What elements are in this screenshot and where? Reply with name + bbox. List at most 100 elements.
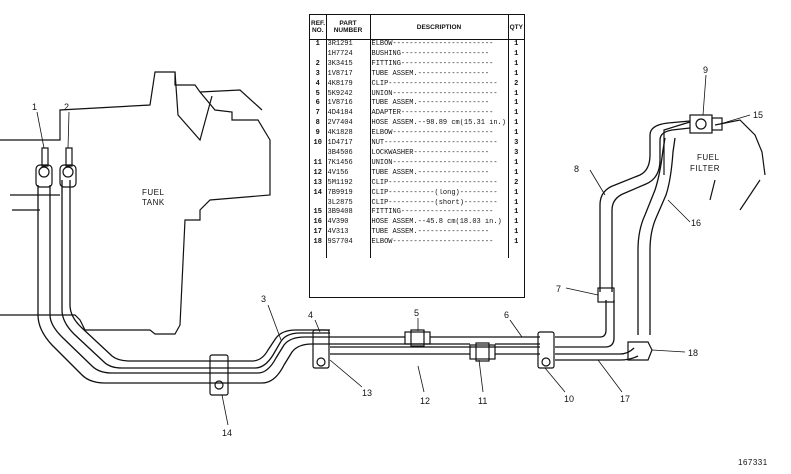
part-number-cell: 4D4184	[326, 109, 371, 120]
ref-no-cell	[310, 49, 327, 60]
fuel-tank-label-line2: TANK	[142, 198, 165, 207]
header-description: DESCRIPTION	[370, 15, 509, 40]
callout-7: 7	[556, 284, 561, 294]
description-cell: CLIP--------------------------	[370, 178, 509, 189]
part-number-cell: 7B9919	[326, 188, 371, 199]
empty-cell	[326, 248, 371, 258]
empty-cell	[508, 248, 524, 258]
part-number-cell: 5M1192	[326, 178, 371, 189]
ref-no-cell: 12	[310, 168, 327, 179]
callout-1: 1	[32, 102, 37, 112]
qty-cell: 1	[514, 158, 519, 167]
qty-cell: 1	[514, 188, 519, 197]
description-cell: HOSE ASSEM.--98.89 cm(15.31 in.)	[370, 119, 509, 130]
description-cell: UNION-------------------------	[370, 89, 509, 100]
fuel-tank-label-line1: FUEL	[142, 188, 165, 197]
ref-no-cell: 8	[310, 119, 327, 130]
callout-16: 16	[691, 218, 701, 228]
fuel-tank-outline	[0, 71, 271, 335]
callout-6: 6	[504, 310, 509, 320]
part-number-cell: 2V7404	[326, 119, 371, 130]
clip-14	[209, 354, 229, 396]
qty-cell: 1	[514, 208, 519, 217]
description-cell: FITTING----------------------	[370, 59, 509, 70]
part-number-cell: 7K1456	[326, 158, 371, 169]
callout-8: 8	[574, 164, 579, 174]
qty-cell: 1	[514, 49, 519, 58]
callout-14: 14	[222, 428, 232, 438]
table-header-row: REF. NO. PART NUMBER DESCRIPTION QTY	[310, 15, 524, 40]
description-cell: UNION-------------------------	[370, 158, 509, 169]
description-cell: CLIP-----------(long)---------	[370, 188, 509, 199]
tank-fittings	[35, 147, 77, 188]
qty-cell: 1	[514, 69, 519, 78]
qty-cell: 1	[514, 119, 519, 128]
qty-cell: 1	[514, 99, 519, 108]
ref-no-cell: 17	[310, 228, 327, 239]
ref-no-cell: 2	[310, 59, 327, 70]
description-cell: ADAPTER----------------------	[370, 109, 509, 120]
description-cell: ELBOW------------------------	[370, 39, 509, 50]
hose-assemblies	[599, 120, 691, 335]
ref-no-cell: 14	[310, 188, 327, 199]
qty-cell: 1	[514, 59, 519, 68]
part-number-cell: 1H7724	[326, 49, 371, 60]
filter-fittings	[689, 114, 723, 134]
ref-no-cell: 9	[310, 129, 327, 140]
part-number-cell: 3L2875	[326, 198, 371, 209]
callout-12: 12	[420, 396, 430, 406]
qty-cell: 1	[514, 228, 519, 237]
part-number-cell: 4K8179	[326, 79, 371, 90]
description-cell: TUBE ASSEM.-----------------	[370, 168, 509, 179]
qty-cell: 2	[514, 79, 519, 88]
ref-no-cell: 18	[310, 238, 327, 249]
figure-number: 167331	[738, 458, 768, 467]
description-cell: FITTING----------------------	[370, 208, 509, 219]
callout-3: 3	[261, 294, 266, 304]
ref-no-cell: 1	[310, 39, 327, 50]
callout-18: 18	[688, 348, 698, 358]
part-number-cell: 1D4717	[326, 139, 371, 149]
ref-no-cell: 4	[310, 79, 327, 90]
ref-no-cell	[310, 198, 327, 209]
qty-cell: 1	[514, 109, 519, 118]
qty-cell: 1	[514, 198, 519, 207]
ref-no-cell: 3	[310, 69, 327, 80]
callout-5: 5	[414, 308, 419, 318]
description-cell: HOSE ASSEM.--45.8 cm(18.03 in.)	[370, 218, 509, 229]
ref-no-cell: 15	[310, 208, 327, 219]
part-number-cell: 3K3415	[326, 59, 371, 70]
ref-no-cell	[310, 148, 327, 159]
fuel-filter-label-line1: FUEL	[697, 153, 720, 162]
callout-11: 11	[478, 396, 487, 406]
ref-no-cell: 11	[310, 158, 327, 169]
callout-2: 2	[64, 102, 69, 112]
callout-9: 9	[703, 65, 708, 75]
description-cell: CLIP-----------(short)--------	[370, 198, 509, 209]
part-number-cell: 9S7704	[326, 238, 371, 249]
fuel-filter-label-line2: FILTER	[690, 164, 720, 173]
table-filler-row	[310, 248, 524, 258]
part-number-cell: 4V390	[326, 218, 371, 229]
qty-cell: 2	[514, 178, 519, 187]
union-11	[469, 342, 496, 362]
empty-cell	[370, 248, 509, 258]
description-cell: CLIP--------------------------	[370, 79, 509, 90]
